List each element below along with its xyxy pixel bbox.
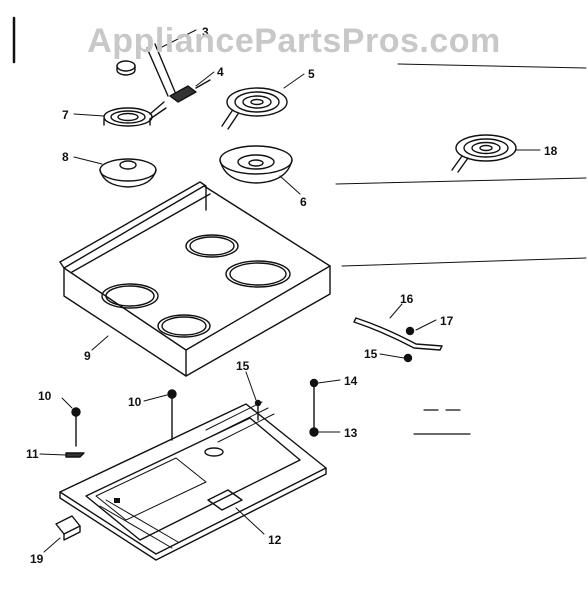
callout-4: 4 [217,65,224,79]
callout-9: 9 [84,349,91,363]
callout-13: 13 [344,426,358,440]
part-screw [71,407,81,447]
part-cooktop [59,181,331,377]
part-bottom-pan [59,401,327,561]
callout-15b: 15 [236,359,250,373]
part-replacement-surface-element [451,134,517,173]
part-receptacle [169,79,211,103]
part-bracket [353,317,443,351]
callout-7: 7 [62,108,69,122]
callout-15a: 15 [364,347,378,361]
reference-line [341,257,587,267]
reference-line [335,177,587,185]
part-screw [309,378,319,429]
part-screw [309,427,319,437]
callout-5: 5 [308,67,315,81]
part-small-surface-element [103,101,167,127]
part-small-drip-bowl [99,158,157,188]
callout-3: 3 [202,25,209,39]
part-small-bracket [55,515,81,541]
part-screw [167,389,177,441]
leader-lines [39,29,541,553]
callout-8: 8 [62,150,69,164]
callout-16: 16 [400,292,414,306]
callout-10b: 10 [128,395,142,409]
part-clip [65,452,85,458]
part-large-surface-element [221,87,288,130]
callout-18: 18 [544,144,558,158]
callout-19: 19 [30,552,44,566]
callout-6: 6 [300,195,307,209]
reference-line [397,63,587,69]
part-screw [403,353,413,363]
part-knob-cap [116,43,176,97]
callout-12: 12 [268,533,282,547]
watermark-text: AppliancePartsPros.com [87,22,501,60]
callout-10a: 10 [38,389,52,403]
callout-17: 17 [440,314,454,328]
callout-14: 14 [344,374,358,388]
callout-11: 11 [26,447,39,461]
part-large-drip-bowl [219,145,293,184]
